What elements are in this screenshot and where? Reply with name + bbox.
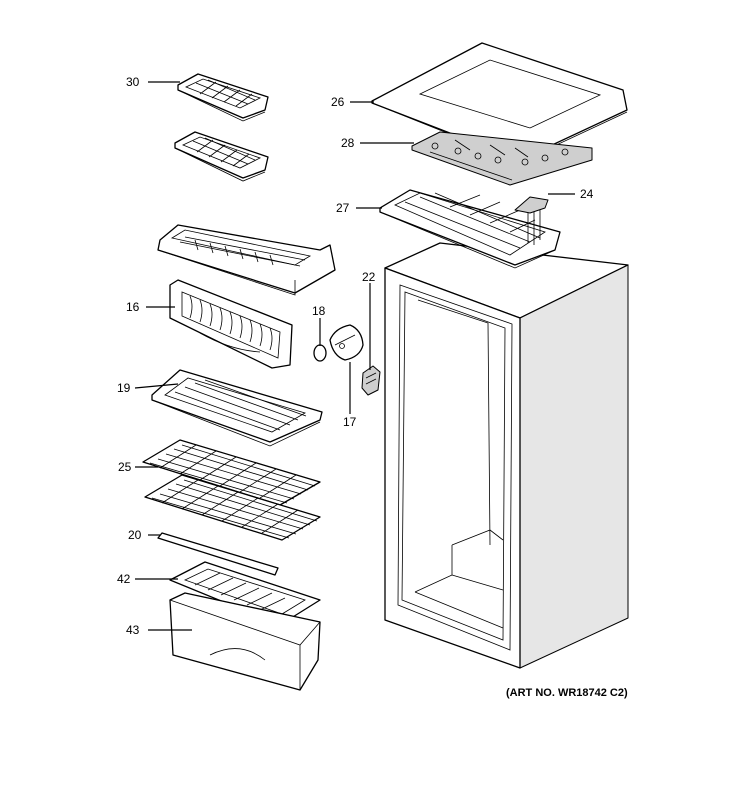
- callout-27: 27: [336, 201, 350, 215]
- callout-26: 26: [331, 95, 345, 109]
- wire-shelf-lower-part: [144, 474, 321, 541]
- callout-16: 16: [126, 300, 140, 314]
- refrigerator-cabinet: [384, 242, 629, 669]
- crisper-drawer-part: [169, 592, 321, 691]
- wire-shelf-upper-part: [142, 439, 321, 506]
- hinge-part: [514, 196, 549, 245]
- grille-panel-part: [169, 279, 293, 369]
- callout-20: 20: [128, 528, 142, 542]
- leader-lines: [134, 81, 575, 631]
- support-rail-part: [157, 532, 279, 576]
- control-knob-part: [313, 344, 327, 362]
- thermostat-part: [361, 365, 381, 396]
- callout-43: 43: [126, 623, 140, 637]
- callout-25: 25: [118, 460, 132, 474]
- ice-tray-upper-part: [177, 73, 269, 122]
- callout-22: 22: [362, 270, 376, 284]
- callout-30: 30: [126, 75, 140, 89]
- callout-17: 17: [343, 415, 357, 429]
- control-housing-part: [329, 324, 364, 361]
- callout-42: 42: [117, 572, 131, 586]
- callout-24: 24: [580, 187, 594, 201]
- shelf-with-rails-part: [151, 369, 323, 447]
- top-cover-part: [371, 42, 628, 163]
- freezer-bin-part: [157, 224, 336, 296]
- freezer-shelf-part: [379, 189, 561, 269]
- callout-18: 18: [312, 304, 326, 318]
- control-trim-part: [411, 131, 593, 186]
- art-number: (ART NO. WR18742 C2): [506, 687, 628, 699]
- ice-tray-lower-part: [174, 131, 269, 182]
- callout-19: 19: [117, 381, 131, 395]
- callout-28: 28: [341, 136, 355, 150]
